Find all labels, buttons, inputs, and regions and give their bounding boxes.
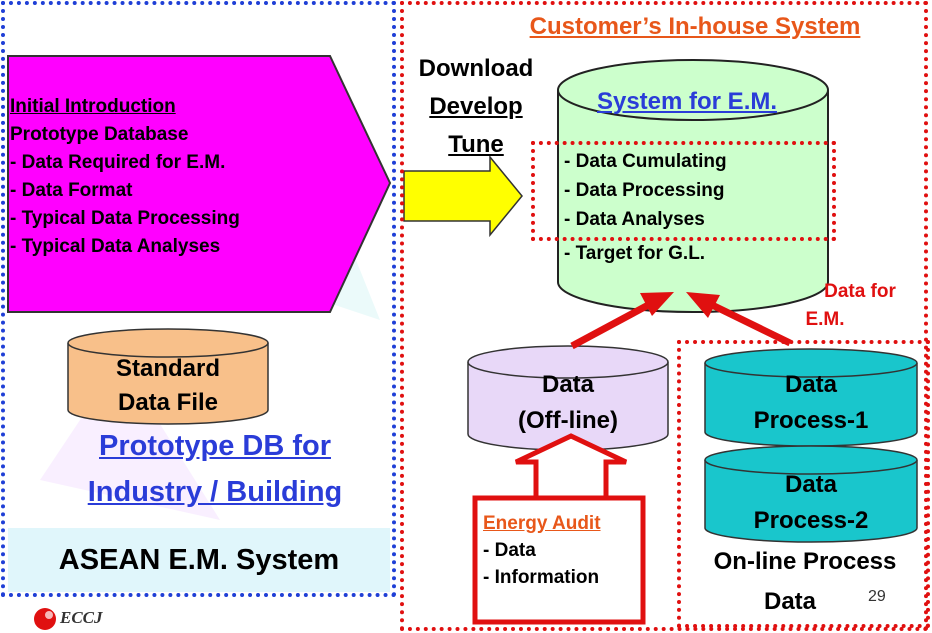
energy-audit-item: - Information — [483, 567, 600, 588]
system-item: - Data Cumulating — [564, 151, 727, 172]
download-develop-tune: Download Develop Tune — [398, 50, 554, 164]
offline-data-line1: Data — [541, 371, 595, 398]
asean-band — [8, 528, 390, 592]
process-2-label: Data Process-2 — [706, 467, 916, 539]
right-panel-border — [400, 1, 928, 631]
pentagon-shape — [7, 55, 392, 313]
offline-data-label: Data (Off-line) — [470, 367, 666, 439]
online-label-line1: On-line Process — [713, 548, 897, 575]
energy-audit-box — [472, 495, 646, 625]
offline-data-cylinder — [467, 345, 669, 451]
red-arrow-offline — [570, 292, 674, 350]
online-process-box — [677, 340, 930, 628]
energy-audit-arrow — [514, 433, 628, 503]
data-file-label: Data File — [117, 389, 219, 416]
online-label-line2: Data — [763, 588, 817, 615]
system-item: - Data Processing — [564, 180, 725, 201]
energy-audit-item: - Data — [483, 540, 536, 561]
em-label: E.M. — [805, 309, 845, 330]
system-items-list: - Data Cumulating - Data Processing - Da… — [564, 147, 824, 268]
pentagon-text: Initial Introduction Prototype Database … — [10, 93, 350, 261]
asean-em-system-label: ASEAN E.M. System — [58, 544, 340, 576]
energy-audit-title: Energy Audit — [483, 513, 601, 534]
red-arrow-online — [686, 292, 792, 347]
standard-data-file-label: Standard Data File — [70, 352, 266, 420]
energy-audit-text: Energy Audit - Data - Information — [483, 510, 643, 591]
process-1-line2: Process-1 — [753, 407, 869, 434]
eccj-logo-text: ECCJ — [60, 608, 103, 627]
pentagon-item: - Data Required for E.M. — [10, 152, 226, 173]
initial-introduction-heading: Initial Introduction — [10, 96, 176, 117]
offline-data-line2: (Off-line) — [518, 407, 618, 434]
system-item: - Data Analyses — [564, 209, 705, 230]
data-for-label: Data for — [824, 281, 896, 302]
standard-label: Standard — [115, 355, 220, 382]
online-process-data-label: On-line Process Data — [680, 542, 930, 622]
eccj-logo-circle — [34, 608, 56, 630]
yellow-arrow — [403, 154, 523, 238]
prototype-title-line2: Industry / Building — [87, 476, 343, 508]
left-panel-border — [1, 1, 396, 597]
process-1-label: Data Process-1 — [706, 367, 916, 439]
system-items-highlight — [531, 141, 836, 241]
process-2-line1: Data — [784, 471, 838, 498]
prototype-title-line1: Prototype DB for — [99, 430, 331, 462]
prototype-db-title[interactable]: Prototype DB for Industry / Building — [60, 423, 370, 515]
process-2-cylinder — [704, 445, 918, 543]
prototype-database-label: Prototype Database — [10, 124, 189, 145]
data-for-em-label: Data for E.M. — [790, 278, 930, 334]
system-for-em-title[interactable]: System for E.M. — [596, 88, 778, 115]
page-number: 29 — [868, 588, 886, 605]
system-cylinder — [557, 59, 829, 313]
customer-system-title: Customer’s In-house System — [529, 13, 861, 40]
standard-data-file-cylinder — [67, 328, 269, 425]
pentagon-item: - Typical Data Processing — [10, 208, 240, 229]
pentagon-item: - Typical Data Analyses — [10, 236, 221, 257]
system-item: - Target for G.L. — [564, 243, 706, 264]
tune-label: Tune — [448, 131, 504, 158]
pentagon-item: - Data Format — [10, 180, 133, 201]
process-1-line1: Data — [784, 371, 838, 398]
process-2-line2: Process-2 — [753, 507, 869, 534]
download-label: Download — [418, 55, 534, 82]
develop-label: Develop — [429, 93, 523, 120]
